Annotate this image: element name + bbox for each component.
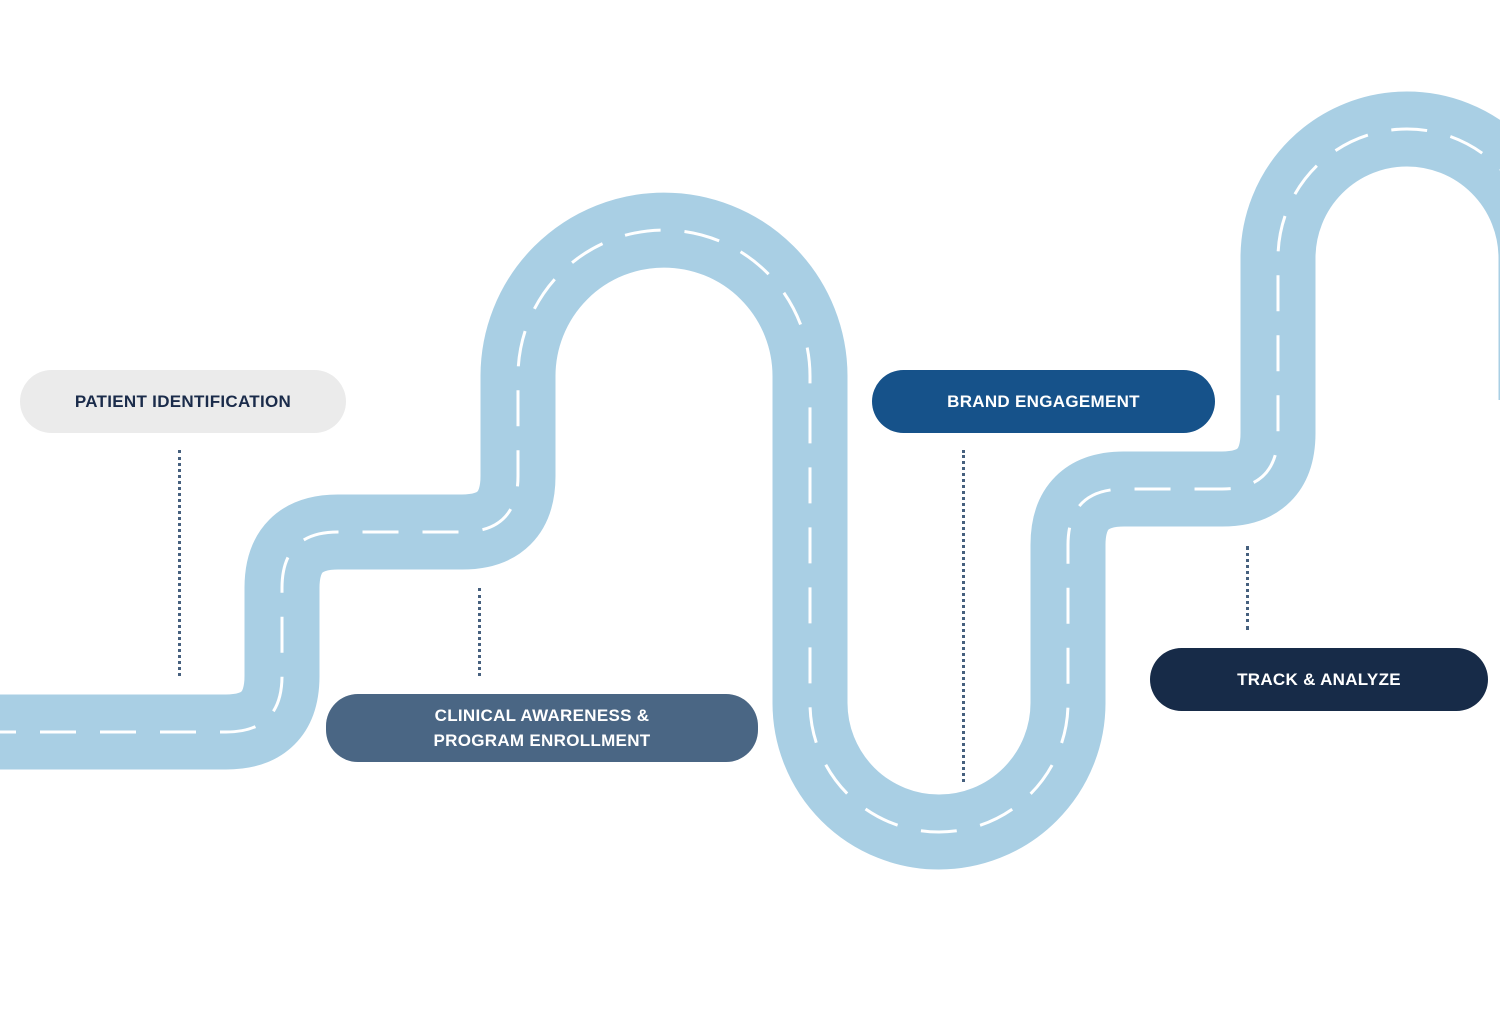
milestone-track-analyze: TRACK & ANALYZE (1150, 648, 1488, 711)
milestone-label: PATIENT IDENTIFICATION (74, 392, 292, 411)
milestone-label: TRACK & ANALYZE (1237, 670, 1401, 689)
connector-brand-engagement (962, 450, 965, 782)
road-lane-marking (0, 127, 1500, 834)
connector-patient-identification (178, 450, 181, 676)
milestone-label-line-1: CLINICAL AWARENESS & (434, 706, 650, 725)
connector-clinical-awareness (478, 588, 481, 676)
milestone-brand-engagement: BRAND ENGAGEMENT (872, 370, 1215, 433)
milestone-clinical-awareness-program-enrollment: CLINICAL AWARENESS & PROGRAM ENROLLMENT (326, 694, 758, 762)
milestone-label: BRAND ENGAGEMENT (947, 392, 1140, 411)
milestone-label-line-2: PROGRAM ENROLLMENT (433, 731, 651, 750)
milestone-patient-identification: PATIENT IDENTIFICATION (20, 370, 346, 433)
connector-track-analyze (1246, 546, 1249, 630)
